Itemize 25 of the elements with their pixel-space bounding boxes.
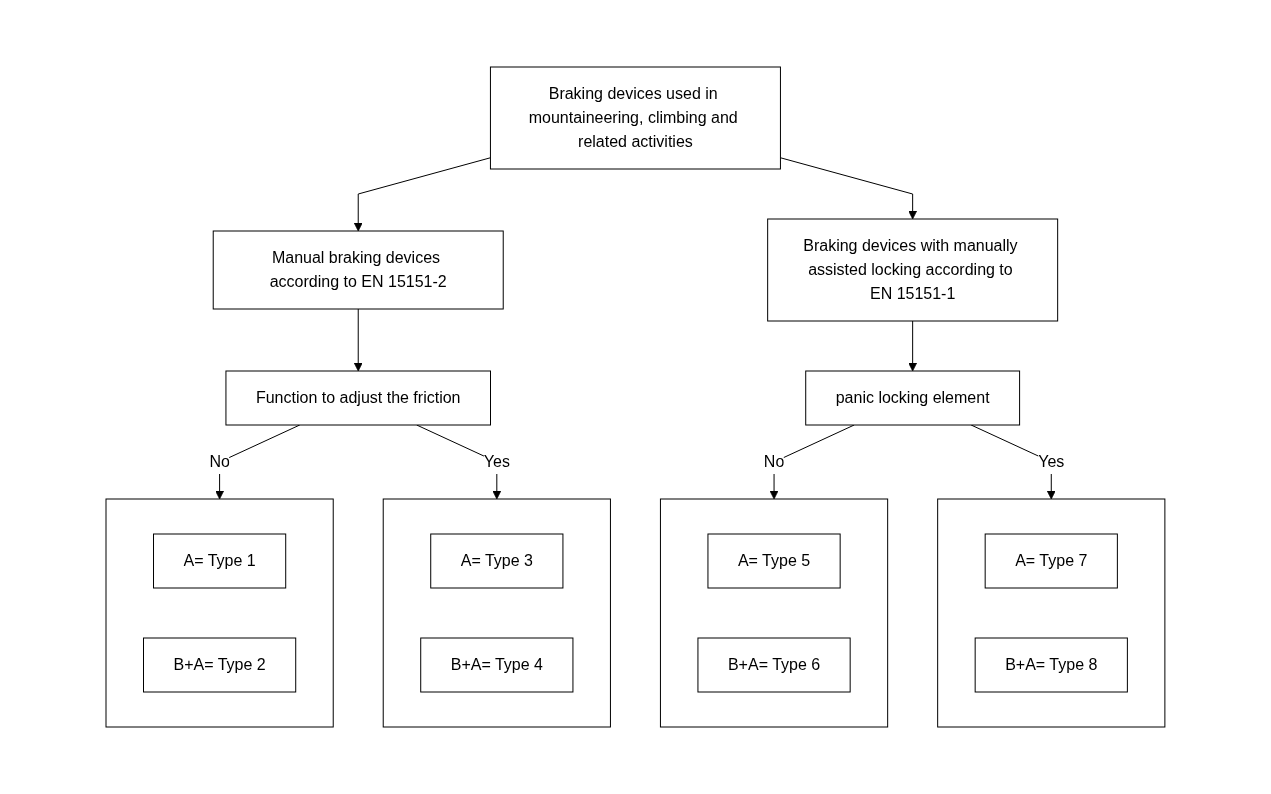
node-box: panic locking element [805, 370, 1021, 426]
edge-label: No [209, 453, 230, 470]
node-box: A= Type 5 [707, 533, 841, 589]
arrow [353, 308, 363, 372]
node-box: Braking devices with manually assisted locking according to EN 15151-1 [767, 218, 1059, 322]
node-box: A= Type 3 [430, 533, 564, 589]
node-box: B+A= Type 6 [697, 637, 851, 693]
edge-label: Yes [1038, 453, 1065, 470]
node-box: A= Type 7 [984, 533, 1118, 589]
edge-label: No [763, 453, 785, 470]
node-box: B+A= Type 8 [974, 637, 1128, 693]
edge-label: Yes [483, 453, 510, 470]
node-box: Manual braking devices according to EN 15151-2 [212, 230, 504, 310]
cluster [937, 498, 1166, 728]
cluster [382, 498, 611, 728]
arrow [908, 320, 918, 372]
node-box: A= Type 1 [153, 533, 287, 589]
node-box: B+A= Type 2 [143, 637, 297, 693]
arrow [780, 157, 918, 220]
node-box: Function to adjust the friction [225, 370, 492, 426]
arrow [353, 157, 491, 232]
cluster [105, 498, 334, 728]
node-box: Braking devices used in mountaineering, climbing and related activities [490, 66, 781, 170]
node-box: B+A= Type 4 [420, 637, 574, 693]
cluster [660, 498, 889, 728]
